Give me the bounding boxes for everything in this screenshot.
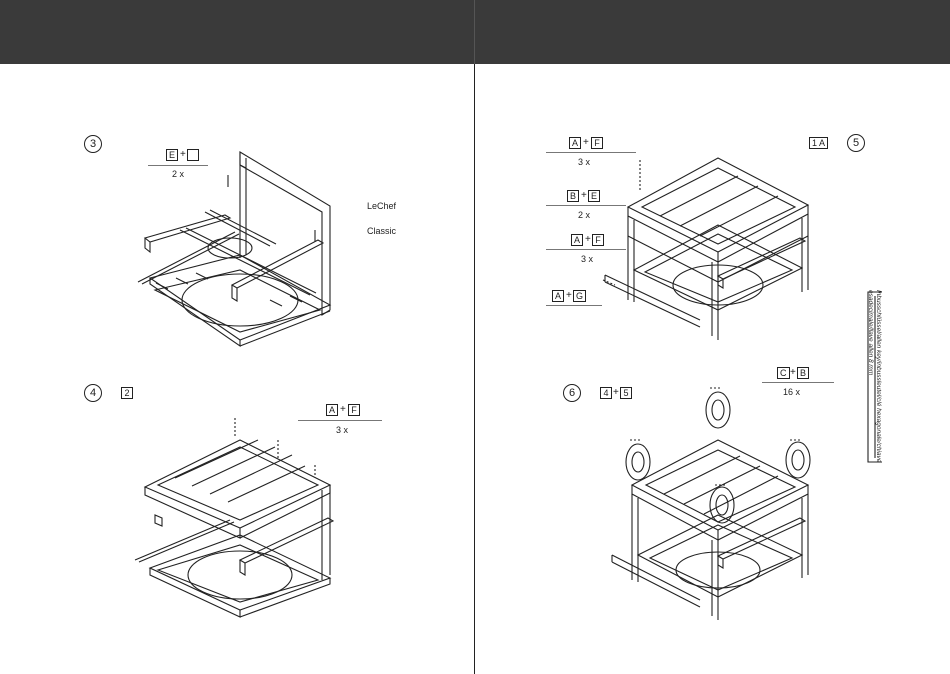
part-label-e: E (588, 190, 600, 202)
callout-line (546, 152, 636, 153)
reference-step-4: 4 (600, 387, 612, 399)
part-label-blank (187, 149, 199, 161)
quantity-label: 3 x (581, 254, 593, 264)
quantity-label: 3 x (336, 425, 348, 435)
part-label-a: A (552, 290, 564, 302)
step4-frame-drawing (135, 418, 333, 617)
plus-sign: + (583, 137, 589, 149)
plus-sign: + (613, 387, 619, 399)
step5-cart-drawing (603, 158, 808, 340)
plus-sign: + (790, 367, 796, 379)
part-label-f: F (592, 234, 604, 246)
part-label-e: E (166, 149, 178, 161)
step-number-5: 5 (847, 134, 865, 152)
callout-line (298, 420, 382, 421)
part-label-f: F (348, 404, 360, 416)
callout-line (762, 382, 834, 383)
part-label-f: F (591, 137, 603, 149)
brand-label-classic: Classic (367, 226, 396, 236)
quantity-label: 3 x (578, 157, 590, 167)
reference-step-2: 2 (121, 387, 133, 399)
part-label-a: A (571, 234, 583, 246)
quantity-label: 2 x (578, 210, 590, 220)
part-label-g: G (573, 290, 586, 302)
allen-key-note: Inbusschlüssel/allen key/inbussleutel/cl… (858, 290, 882, 470)
plus-sign: + (585, 234, 591, 246)
callout-line (148, 165, 208, 166)
plus-sign: + (180, 149, 186, 161)
plus-sign: + (581, 190, 587, 202)
part-label-a: A (569, 137, 581, 149)
step-number-6: 6 (563, 384, 581, 402)
plus-sign: + (566, 290, 572, 302)
brand-label-lechef: LeChef (367, 201, 396, 211)
step-number-4: 4 (84, 384, 102, 402)
quantity-label: 2 x (172, 169, 184, 179)
part-label-a: A (326, 404, 338, 416)
step6-cart-drawing (612, 388, 810, 620)
plus-sign: + (340, 404, 346, 416)
part-label-b: B (567, 190, 579, 202)
callout-line (546, 305, 602, 306)
part-label-c: C (777, 367, 790, 379)
callout-line (546, 205, 626, 206)
step-number-3: 3 (84, 135, 102, 153)
reference-step-1a: 1 A (809, 137, 828, 149)
step3-frame-drawing (138, 152, 330, 346)
quantity-label: 16 x (783, 387, 800, 397)
part-label-b: B (797, 367, 809, 379)
reference-step-5: 5 (620, 387, 632, 399)
callout-line (546, 249, 626, 250)
